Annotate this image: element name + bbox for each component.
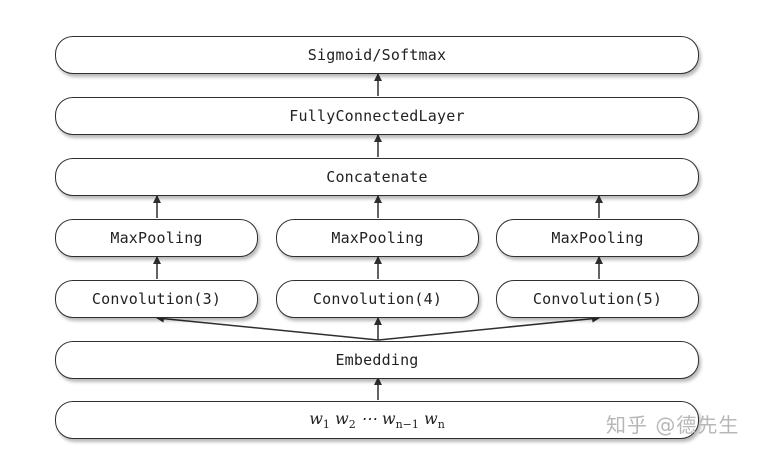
convolution-right-box: Convolution(5) [496,280,699,318]
maxpooling-right-label: MaxPooling [551,229,644,247]
word-wn-minus-1-base: w [381,408,396,428]
word-wn-subscript: n [437,418,445,432]
output-layer-label: Sigmoid/Softmax [307,46,447,64]
concatenate-layer-box: Concatenate [55,158,699,196]
word-w1-base: w [309,408,323,428]
maxpooling-middle-box: MaxPooling [276,219,479,257]
word-w1-subscript: 1 [322,418,330,432]
output-layer-box: Sigmoid/Softmax [55,36,699,74]
arrow-embedding-to-convolution-right [377,314,600,341]
maxpooling-middle-label: MaxPooling [331,229,424,247]
word-wn-base: w [424,408,438,428]
input-sequence-box: w1 w2 ⋯ wn−1 wn [55,401,699,439]
convolution-left-label: Convolution(3) [91,290,222,308]
convolution-middle-label: Convolution(4) [312,290,443,308]
word-w2-base: w [335,408,349,428]
input-sequence-text: w1 w2 ⋯ wn−1 wn [309,409,445,431]
concatenate-layer-label: Concatenate [326,168,428,186]
convolution-right-label: Convolution(5) [532,290,663,308]
ellipsis-symbol: ⋯ [360,408,377,428]
convolution-middle-box: Convolution(4) [276,280,479,318]
fully-connected-layer-box: FullyConnectedLayer [55,97,699,135]
fully-connected-layer-label: FullyConnectedLayer [289,107,465,125]
maxpooling-left-box: MaxPooling [55,219,258,257]
zhihu-watermark: 知乎 @德先生 [606,413,740,437]
word-wn-minus-1-subscript: n−1 [395,418,419,432]
arrow-embedding-to-convolution-left [156,314,379,341]
embedding-layer-box: Embedding [55,341,699,379]
embedding-layer-label: Embedding [335,351,419,369]
word-w2-subscript: 2 [348,418,356,432]
convolution-left-box: Convolution(3) [55,280,258,318]
maxpooling-left-label: MaxPooling [110,229,203,247]
maxpooling-right-box: MaxPooling [496,219,699,257]
